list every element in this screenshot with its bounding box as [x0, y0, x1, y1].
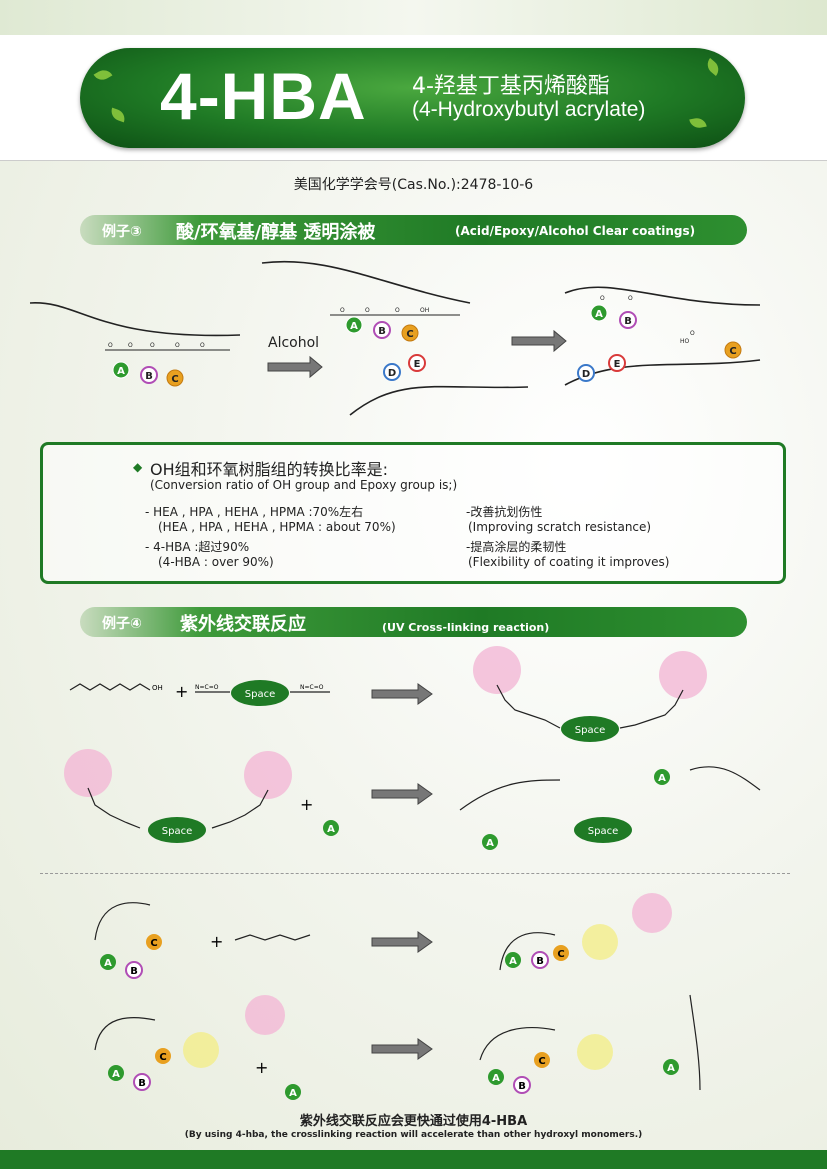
label-c: C: [171, 374, 178, 385]
spacer-label: Space: [162, 826, 192, 837]
conversion-row-1-right-cn: -改善抗划伤性: [466, 505, 543, 519]
svg-text:O: O: [108, 342, 113, 349]
label-a: A: [486, 838, 494, 849]
footer-bar: [0, 1150, 827, 1169]
svg-text:O: O: [628, 295, 633, 302]
title-banner: [80, 48, 745, 148]
label-a: A: [667, 1063, 675, 1074]
label-c: C: [150, 938, 157, 949]
conversion-row-2-right-en: (Flexibility of coating it improves): [468, 555, 670, 569]
label-a: A: [327, 824, 335, 835]
isocyanate-right: N=C=O: [300, 684, 324, 691]
chemical-name-cn: 4-羟基丁基丙烯酸酯: [412, 74, 610, 99]
label-b: B: [624, 316, 632, 327]
label-a: A: [492, 1073, 500, 1084]
spacer-label: Space: [575, 725, 605, 736]
section-header-3: [80, 215, 747, 245]
label-a: A: [104, 958, 112, 969]
top-decoration-band: [0, 0, 827, 35]
svg-text:O: O: [365, 307, 370, 314]
label-e: E: [614, 359, 621, 370]
label-a: A: [350, 321, 358, 332]
svg-text:O: O: [690, 330, 695, 337]
label-e: E: [414, 359, 421, 370]
section-tag-3: 例子③: [102, 224, 142, 240]
label-a: A: [289, 1088, 297, 1099]
label-b: B: [130, 966, 138, 977]
svg-text:O: O: [395, 307, 400, 314]
plus-sign: +: [300, 795, 313, 814]
spacer-label: Space: [245, 689, 275, 700]
footer-note-cn: 紫外线交联反应会更快通过使用4-HBA: [299, 1114, 528, 1129]
section-header-4: [80, 607, 747, 637]
plus-sign: +: [175, 682, 188, 701]
cas-number: 美国化学学会号(Cas.No.):2478-10-6: [293, 177, 534, 193]
label-b: B: [518, 1081, 526, 1092]
svg-text:HO: HO: [680, 338, 690, 345]
label-a: A: [595, 309, 603, 320]
label-c: C: [159, 1052, 166, 1063]
label-a: A: [112, 1069, 120, 1080]
section-divider: [40, 873, 790, 874]
isocyanate-left: N=C=O: [195, 684, 219, 691]
label-d: D: [388, 368, 396, 379]
section-tag-4: 例子④: [102, 616, 142, 632]
section-title-en-3: (Acid/Epoxy/Alcohol Clear coatings): [455, 224, 696, 238]
label-c: C: [406, 329, 413, 340]
label-c: C: [538, 1056, 545, 1067]
label-b: B: [378, 326, 386, 337]
conversion-row-2-left-cn: - 4-HBA :超过90%: [145, 540, 250, 554]
alcohol-label: Alcohol: [268, 335, 320, 351]
chemical-name-en: (4-Hydroxybutyl acrylate): [412, 98, 646, 121]
svg-text:O: O: [128, 342, 133, 349]
label-c: C: [729, 346, 736, 357]
section-title-cn-3: 酸/环氧基/醇基 透明涂被: [176, 222, 376, 243]
label-a: A: [658, 773, 666, 784]
footer-note-en: (By using 4-hba, the crosslinking reacti…: [184, 1130, 643, 1140]
conversion-row-1-right-en: (Improving scratch resistance): [468, 520, 652, 534]
label-a: A: [509, 956, 517, 967]
spacer-label: Space: [588, 826, 618, 837]
plus-sign: +: [210, 932, 223, 951]
conversion-row-1-left-en: (HEA , HPA , HEHA , HPMA : about 70%): [158, 520, 396, 534]
conversion-heading-en: (Conversion ratio of OH group and Epoxy …: [150, 478, 458, 492]
label-d: D: [582, 369, 590, 380]
conversion-row-1-left-cn: - HEA , HPA , HEHA , HPMA :70%左右: [145, 505, 364, 519]
label-b: B: [138, 1078, 146, 1089]
svg-text:O: O: [200, 342, 205, 349]
label-c: C: [557, 949, 564, 960]
label-b: B: [145, 371, 153, 382]
bullet-icon: ◆: [133, 460, 143, 474]
oh-group: OH: [152, 684, 163, 692]
section-title-en-4: (UV Cross-linking reaction): [382, 621, 550, 634]
label-b: B: [536, 956, 544, 967]
svg-text:OH: OH: [420, 307, 429, 314]
section-title-cn-4: 紫外线交联反应: [180, 614, 306, 635]
plus-sign: +: [255, 1058, 268, 1077]
page-title: 4-HBA: [160, 59, 367, 133]
uv-crosslinking-diagram: OH + N=C=O N=C=O Space Space Space + A S…: [64, 646, 761, 1100]
conversion-row-2-right-cn: -提高涂层的柔韧性: [466, 540, 567, 554]
label-a: A: [117, 366, 125, 377]
svg-text:O: O: [150, 342, 155, 349]
conversion-row-2-left-en: (4-HBA : over 90%): [158, 555, 274, 569]
svg-text:O: O: [175, 342, 180, 349]
conversion-ratio-box: [40, 442, 786, 584]
svg-text:O: O: [340, 307, 345, 314]
svg-text:O: O: [600, 295, 605, 302]
conversion-heading-cn: OH组和环氧树脂组的转换比率是:: [150, 460, 389, 479]
